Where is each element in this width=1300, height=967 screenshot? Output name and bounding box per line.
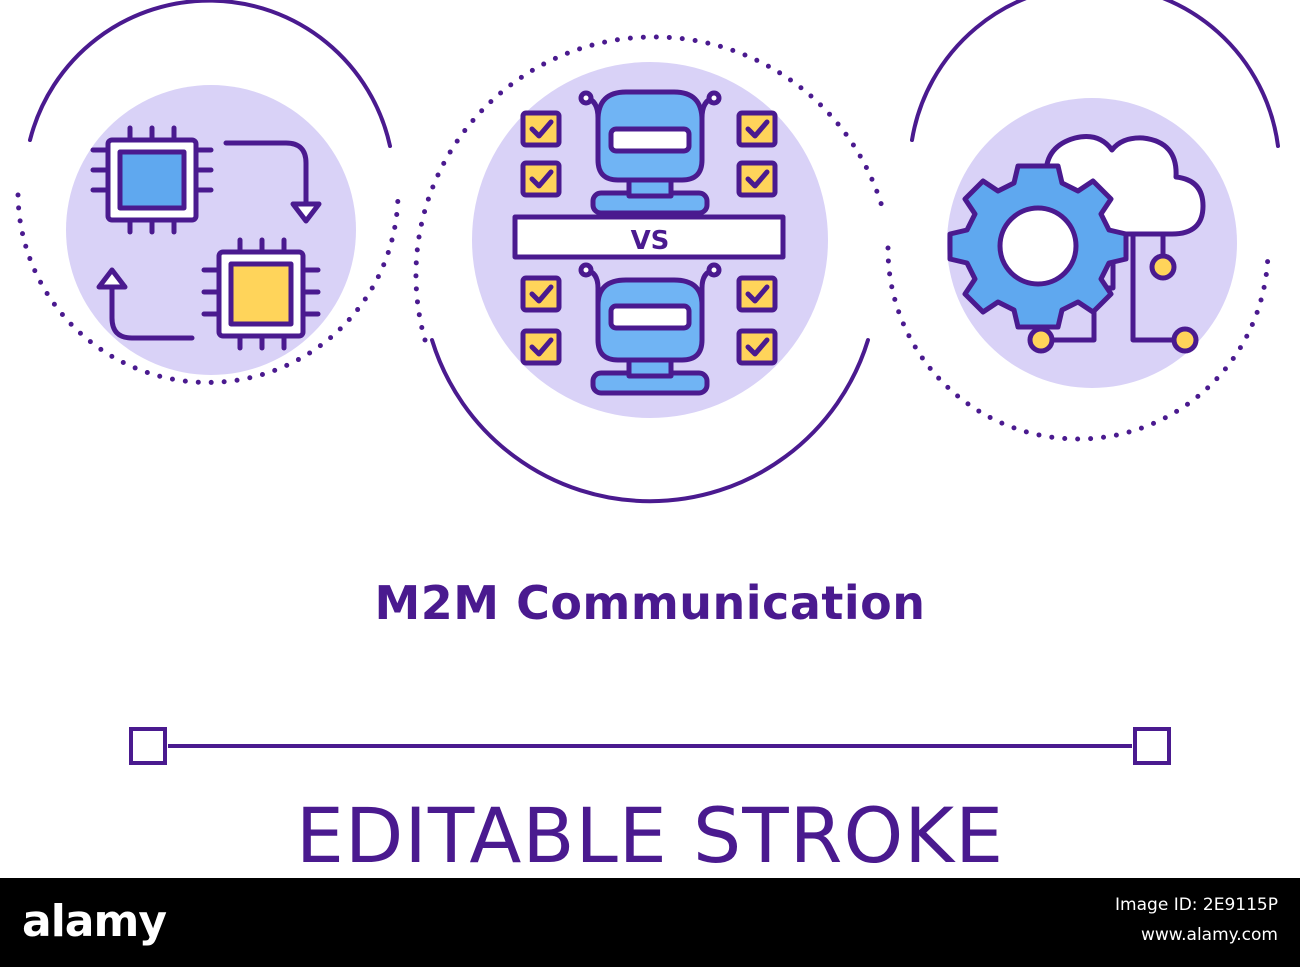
- arrow-right-down-icon: [223, 140, 309, 211]
- robot-vs-robot-icon: [512, 89, 786, 396]
- editable-stroke-caption: EDITABLE STROKE: [295, 791, 1005, 880]
- divider-handle-right: [1133, 727, 1171, 765]
- checkbox-group-top-left: [520, 110, 562, 198]
- arrow-left-up-icon: [109, 281, 195, 341]
- concept-illustration: VS: [15, 0, 1280, 765]
- vs-label: VS: [631, 226, 670, 256]
- node-dot-1: [1027, 326, 1055, 354]
- footer-bar: alamy Image ID: 2E9115P www.alamy.com: [0, 878, 1300, 967]
- arrow-head-down-icon: [290, 201, 322, 224]
- divider-handle-left: [129, 727, 167, 765]
- node-dot-2: [1171, 326, 1199, 354]
- arrow-head-up-icon: [96, 267, 128, 290]
- checkbox-group-bottom-left: [520, 275, 562, 366]
- brand-logo: alamy: [22, 896, 167, 947]
- page-title: M2M Communication: [374, 576, 926, 630]
- site-link[interactable]: www.alamy.com: [1140, 925, 1278, 945]
- robot-bottom-icon: [578, 262, 722, 396]
- left-bg-circle: [66, 85, 356, 375]
- checkbox-group-bottom-right: [736, 275, 778, 366]
- node-dot-3: [1149, 253, 1177, 281]
- right-ring-arc: [910, 0, 1280, 148]
- center-ring-dotted: [413, 34, 886, 343]
- chips-exchange-icon: [90, 125, 322, 351]
- gear-cloud-network-icon: [947, 134, 1206, 354]
- checkbox-group-top-right: [736, 110, 778, 198]
- center-ring-arc: [430, 338, 870, 504]
- vs-band: [512, 214, 786, 260]
- right-ring-dotted: [885, 245, 1271, 442]
- divider-line: [129, 727, 1171, 765]
- image-id-text: Image ID: 2E9115P: [1115, 895, 1278, 915]
- footer-meta: Image ID: 2E9115P www.alamy.com: [1115, 890, 1278, 950]
- gear-hole: [997, 205, 1079, 287]
- decorative-rings: [15, 0, 1280, 504]
- left-ring-arc: [28, 0, 392, 148]
- left-ring-dotted: [15, 187, 401, 385]
- chip-top-icon: [90, 125, 214, 235]
- chip-bottom-icon: [201, 237, 321, 351]
- robot-top-icon: [578, 89, 722, 216]
